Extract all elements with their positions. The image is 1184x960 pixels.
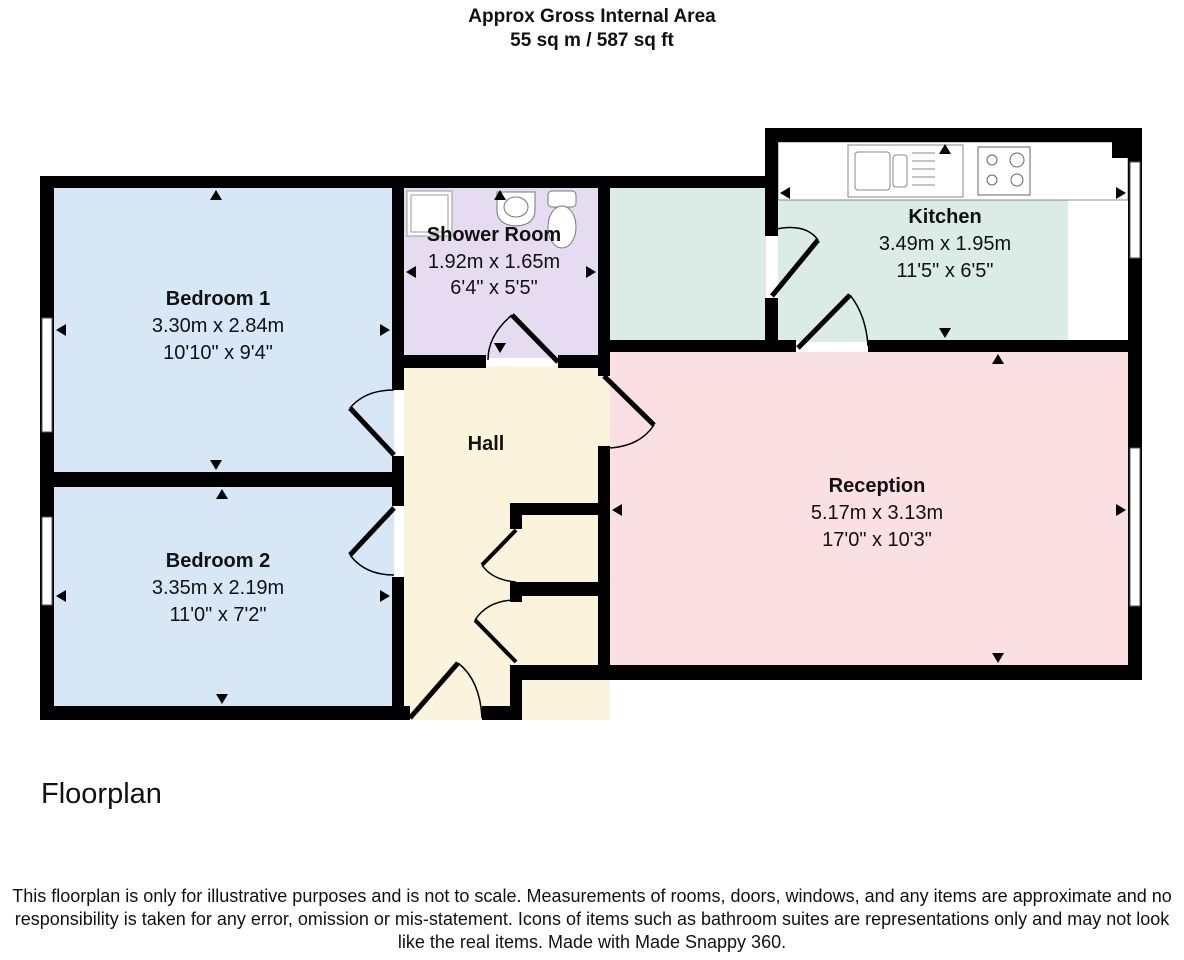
door-bedroom-2: [348, 506, 396, 557]
room-imperial-reception: 17'0" x 10'3": [822, 529, 932, 551]
door-shower: [510, 313, 560, 364]
kitchen-worktop: [777, 141, 1129, 201]
shower-tray-icon: [406, 190, 453, 237]
washbasin-icon: [496, 191, 536, 227]
door-bedroom-1: [348, 406, 396, 457]
door-reception: [602, 374, 656, 427]
walls: [40, 128, 1142, 720]
room-name-kitchen: Kitchen: [908, 206, 981, 228]
window-bedroom-1: [41, 317, 53, 433]
hob-icon: [977, 146, 1031, 196]
door-cupboard-1: [480, 528, 518, 567]
room-name-hall: Hall: [468, 433, 505, 455]
windows: [41, 161, 1141, 607]
room-imperial-shower: 6'4" x 5'5": [450, 277, 537, 299]
room-name-shower: Shower Room: [427, 224, 561, 246]
door-cupboard-2: [473, 618, 518, 664]
room-metric-reception: 5.17m x 3.13m: [811, 502, 943, 524]
room-metric-kitchen: 3.49m x 1.95m: [879, 233, 1011, 255]
room-imperial-kitchen: 11'5" x 6'5": [896, 260, 993, 282]
area-title: Approx Gross Internal Area: [468, 6, 716, 27]
room-imperial-bedroom-1: 10'10" x 9'4": [163, 342, 273, 364]
room-name-bedroom-2: Bedroom 2: [166, 550, 270, 572]
room-metric-bedroom-2: 3.35m x 2.19m: [152, 577, 284, 599]
hall-floor: [404, 366, 610, 720]
room-metric-bedroom-1: 3.30m x 2.84m: [152, 315, 284, 337]
room-metric-shower: 1.92m x 1.65m: [428, 251, 560, 273]
toilet-icon: [547, 190, 577, 249]
door-entrance: [408, 661, 460, 720]
doors: [348, 226, 869, 720]
door-kitchen: [796, 293, 852, 350]
window-reception: [1129, 447, 1141, 607]
floorplan-caption: Floorplan: [41, 778, 162, 810]
kitchen-side-floor: [610, 188, 766, 342]
room-name-bedroom-1: Bedroom 1: [166, 288, 270, 310]
disclaimer: This floorplan is only for illustrative …: [12, 886, 1172, 952]
area-value: 55 sq m / 587 sq ft: [510, 30, 674, 51]
window-bedroom-2: [41, 516, 53, 606]
window-kitchen: [1129, 161, 1141, 259]
door-kitchen-side: [770, 238, 820, 298]
room-name-reception: Reception: [829, 475, 926, 497]
dimension-markers: [56, 144, 1126, 704]
reception-floor: [610, 352, 1130, 667]
bedroom-1-floor: [54, 188, 394, 474]
bedroom-2-floor: [54, 486, 394, 708]
room-imperial-bedroom-2: 11'0" x 7'2": [169, 604, 266, 626]
